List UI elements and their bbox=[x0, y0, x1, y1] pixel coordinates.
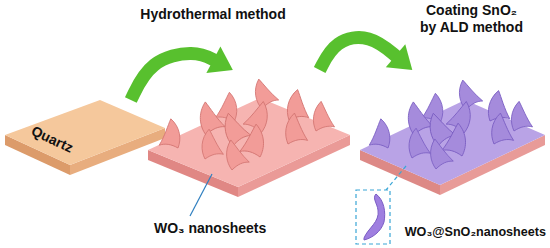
process-arrow bbox=[131, 46, 233, 100]
growth-stage: WO₃ nanosheets bbox=[148, 70, 350, 245]
inset-leader bbox=[386, 166, 406, 190]
inset-nanosheet bbox=[364, 194, 385, 240]
coating-stage: WO₃@SnO₂nanosheets bbox=[355, 70, 546, 246]
arrow-head bbox=[206, 46, 232, 73]
leader-line bbox=[190, 174, 212, 216]
coated-substrate bbox=[360, 100, 545, 195]
wo3-substrate bbox=[148, 98, 350, 197]
step-label: Hydrothermal method bbox=[128, 6, 298, 23]
coated-nanosheets bbox=[365, 77, 535, 169]
step-label: Coating SnO₂ by ALD method bbox=[418, 2, 525, 36]
process-arrow bbox=[320, 38, 413, 70]
stage-label: WO₃ nanosheets bbox=[154, 220, 266, 237]
wo3-nanosheets bbox=[155, 76, 337, 170]
inset-box bbox=[356, 190, 390, 244]
arrow-shaft bbox=[320, 38, 398, 70]
arrow-head bbox=[386, 44, 412, 70]
stage-label: WO₃@SnO₂nanosheets bbox=[405, 225, 546, 240]
substrate-stage: Quartz bbox=[5, 100, 148, 178]
quartz-substrate bbox=[5, 100, 165, 175]
arrow-shaft bbox=[131, 54, 216, 100]
stage-label: Quartz bbox=[29, 122, 76, 156]
